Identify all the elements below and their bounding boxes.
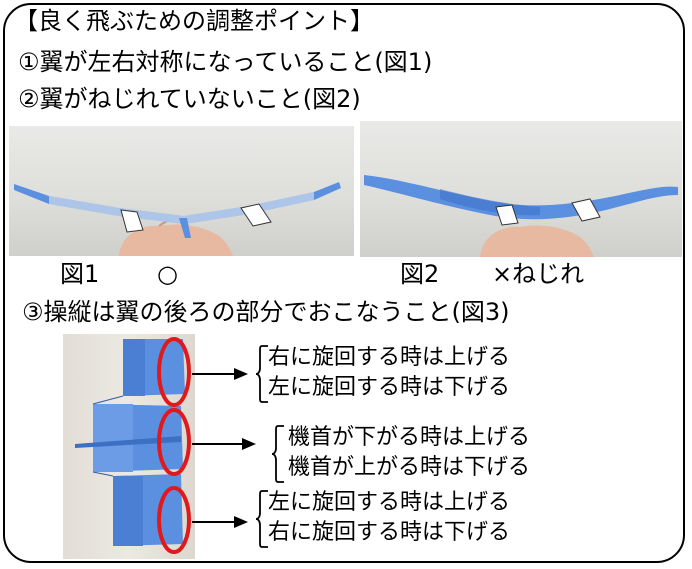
adjust-label-2a: 機首が下がる時は上げる [288,425,531,450]
page-title: 【良く飛ぶための調整ポイント】 [14,7,374,35]
brace-2 [272,425,284,483]
figure-3-photo [63,334,195,559]
point-1: ①翼が左右対称になっていること(図1) [18,48,433,76]
brace-3 [256,490,268,548]
figure-1-mark: ○ [157,260,178,288]
arrow-1 [192,368,248,380]
adjust-label-2b: 機首が上がる時は下げる [288,455,531,480]
adjust-label-3a: 左に旋回する時は上げる [268,490,511,515]
figure-1-caption: 図1 [60,260,100,288]
adjust-label-1b: 左に旋回する時は下げる [268,375,511,400]
adjust-label-3b: 右に旋回する時は下げる [268,520,511,545]
figure-1-photo [9,126,354,256]
point-3: ③操縦は翼の後ろの部分でおこなうこと(図3) [22,298,510,326]
figure-2-mark: ×ねじれ [492,260,585,288]
figure-2-photo [360,121,682,257]
arrow-3 [192,516,248,528]
arrow-2 [192,438,256,450]
point-2: ②翼がねじれていないこと(図2) [18,85,361,113]
brace-1 [256,345,268,403]
adjust-label-1a: 右に旋回する時は上げる [268,345,511,370]
figure-2-caption: 図2 [400,260,440,288]
